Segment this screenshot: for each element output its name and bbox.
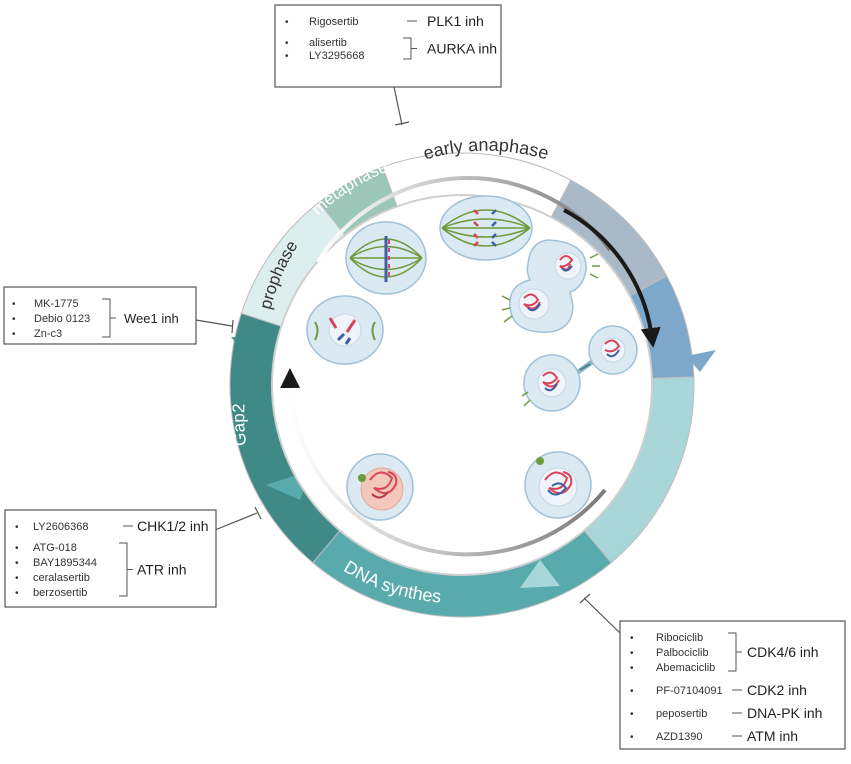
phase-label-gap2: Gap2: [229, 403, 250, 447]
phase-chevron-gap1: [520, 560, 560, 588]
bullet: •: [15, 543, 19, 554]
group-bracket: [403, 37, 417, 60]
cycle-arrow-right: [563, 208, 661, 348]
group-bracket: [119, 542, 133, 597]
group-bracket: [728, 632, 742, 672]
bullet: •: [285, 38, 289, 49]
phase-chevron-gap2: [231, 337, 272, 378]
inhibitor-target: CDK4/6 inh: [747, 644, 819, 660]
drug-name: MK-1775: [34, 298, 79, 310]
bullet: •: [285, 17, 289, 28]
bullet: •: [285, 51, 289, 62]
drug-box-bottom-right: • Ribociclib • Palbociclib • Abemaciclib CDK4/…: [619, 620, 846, 750]
bullet: •: [12, 314, 16, 325]
drug-box-frame: [4, 509, 217, 608]
bullet: •: [630, 709, 634, 720]
drug-name: PF-07104091: [656, 685, 723, 697]
drug-name: Abemaciclib: [656, 662, 715, 674]
bullet: •: [630, 633, 634, 644]
drug-name: ceralasertib: [33, 572, 90, 584]
bullet: •: [15, 522, 19, 533]
drug-name: AZD1390: [656, 731, 702, 743]
connector-lines: [195, 86, 621, 634]
drug-box-left: • MK-1775 • Debio 0123 • Zn-c3 Wee1 inh: [3, 286, 197, 345]
bullet: •: [12, 329, 16, 340]
inhibitor-target: CHK1/2 inh: [137, 518, 209, 534]
cycle-arrow-left: [280, 368, 607, 557]
cell-cycle-ring: [229, 152, 716, 618]
metaphase-cell-icon: [345, 221, 427, 295]
group-bracket: [102, 298, 116, 338]
drug-name: berzosertib: [33, 587, 87, 599]
gap1-cell-icon: [524, 451, 592, 519]
inhibitor-target: CDK2 inh: [747, 682, 807, 698]
inhibitor-target: DNA-PK inh: [747, 705, 822, 721]
drug-name: ATG-018: [33, 542, 77, 554]
drug-name: LY2606368: [33, 521, 88, 533]
drug-name: Ribociclib: [656, 632, 703, 644]
drug-box-frame: [274, 4, 502, 88]
drug-name: Debio 0123: [34, 313, 90, 325]
bullet: •: [15, 558, 19, 569]
drug-box-frame: [3, 286, 197, 345]
inhibitor-target: Wee1 inh: [124, 311, 179, 326]
bullet: •: [15, 573, 19, 584]
bullet: •: [630, 686, 634, 697]
telophase-cell-icon: [521, 325, 638, 412]
inhibitor-target: AURKA inh: [427, 41, 497, 57]
bullet: •: [15, 588, 19, 599]
drug-name: LY3295668: [309, 50, 364, 62]
drug-name: peposertib: [656, 708, 707, 720]
phase-chevron-telophase: [686, 350, 716, 372]
bullet: •: [630, 732, 634, 743]
drug-name: alisertib: [309, 37, 347, 49]
early-anaphase-cell-icon: [439, 195, 533, 261]
cell-illustrations: [306, 195, 638, 521]
bullet: •: [12, 299, 16, 310]
drug-name: BAY1895344: [33, 557, 97, 569]
inhibitor-target: ATM inh: [747, 728, 798, 744]
inhibitor-target: PLK1 inh: [427, 13, 484, 29]
late-anaphase-cell-icon: [501, 239, 600, 333]
inhibitor-target: ATR inh: [137, 562, 187, 578]
drug-box-top: • Rigosertib PLK1 inh • alisertib • LY3295668 A…: [274, 4, 502, 88]
bullet: •: [630, 648, 634, 659]
drug-name: Zn-c3: [34, 328, 62, 340]
drug-name: Palbociclib: [656, 647, 709, 659]
prophase-cell-icon: [306, 295, 384, 365]
drug-name: Rigosertib: [309, 16, 359, 28]
gap2-cell-icon: [346, 453, 414, 521]
bullet: •: [630, 663, 634, 674]
drug-box-frame: [619, 620, 846, 750]
drug-box-bottom-left: • LY2606368 CHK1/2 inh • ATG-018 • BAY1895344 •…: [4, 509, 217, 608]
